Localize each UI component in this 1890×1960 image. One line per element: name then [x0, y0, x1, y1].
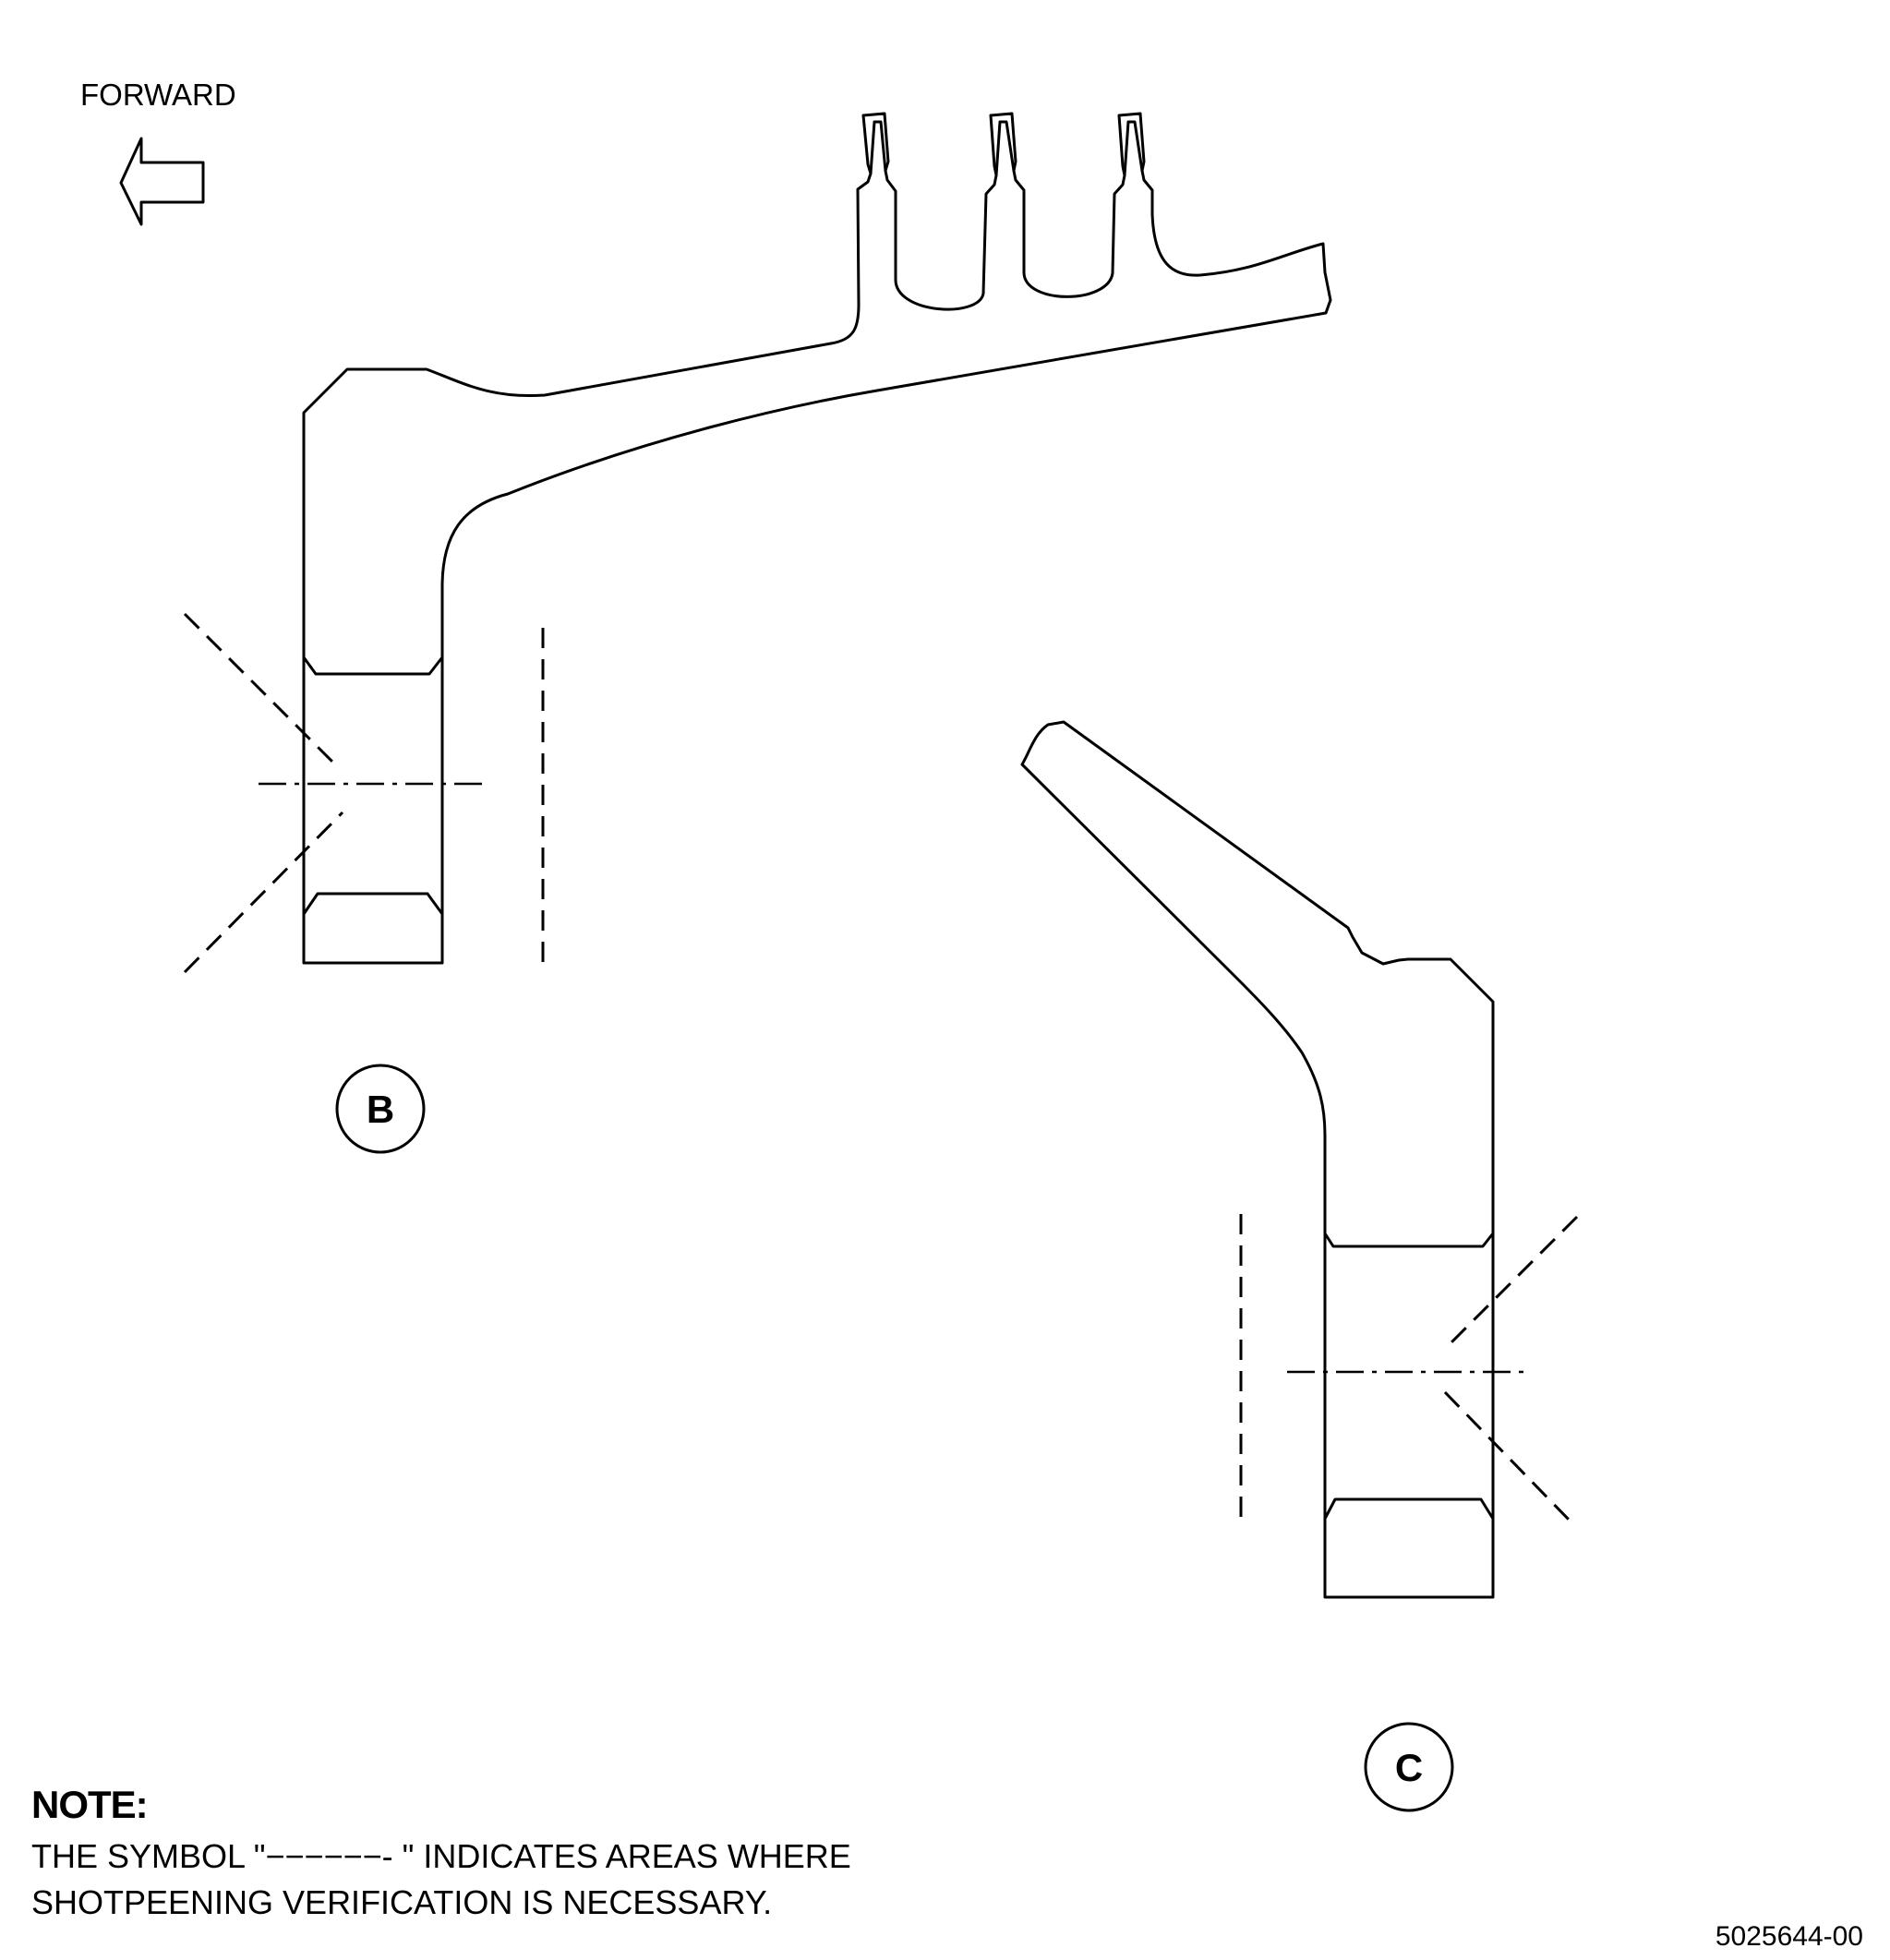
- detail-b-section: B: [183, 112, 1332, 1154]
- detail-c-shotpeen-upper-diagonal: [1444, 1215, 1579, 1350]
- detail-b-label-circle: [335, 1064, 426, 1154]
- seal-tooth-1-inner: [869, 120, 887, 175]
- detail-b-shotpeen-lower-diagonal: [183, 811, 344, 974]
- forward-label: FORWARD: [80, 78, 236, 112]
- seal-tooth-2-inner: [994, 120, 1016, 177]
- detail-c-section: C: [1020, 720, 1579, 1812]
- detail-c-lower-chamfer: [1323, 1497, 1495, 1521]
- detail-b-outline: [302, 112, 1332, 965]
- note-line-2: SHOTPEENING VERIFICATION IS NECESSARY.: [31, 1883, 773, 1921]
- detail-b-label: B: [367, 1088, 394, 1131]
- note-line-1: THE SYMBOL "−−−−−−- " INDICATES AREAS WH…: [31, 1837, 851, 1875]
- seal-tooth-3-inner: [1123, 120, 1144, 177]
- detail-c-outline: [1020, 720, 1495, 1599]
- detail-b-upper-chamfer: [302, 655, 444, 676]
- detail-c-label: C: [1395, 1746, 1423, 1789]
- detail-b-lower-chamfer: [302, 892, 444, 916]
- forward-arrow-icon: [119, 137, 205, 226]
- detail-c-shotpeen-lower-diagonal: [1443, 1390, 1571, 1522]
- note-heading: NOTE:: [31, 1783, 149, 1826]
- detail-c-label-circle: [1364, 1722, 1454, 1812]
- figure-number: 5025644-00: [1715, 1921, 1863, 1952]
- detail-b-shotpeen-upper-diagonal: [183, 612, 336, 765]
- detail-c-upper-chamfer: [1323, 1232, 1495, 1248]
